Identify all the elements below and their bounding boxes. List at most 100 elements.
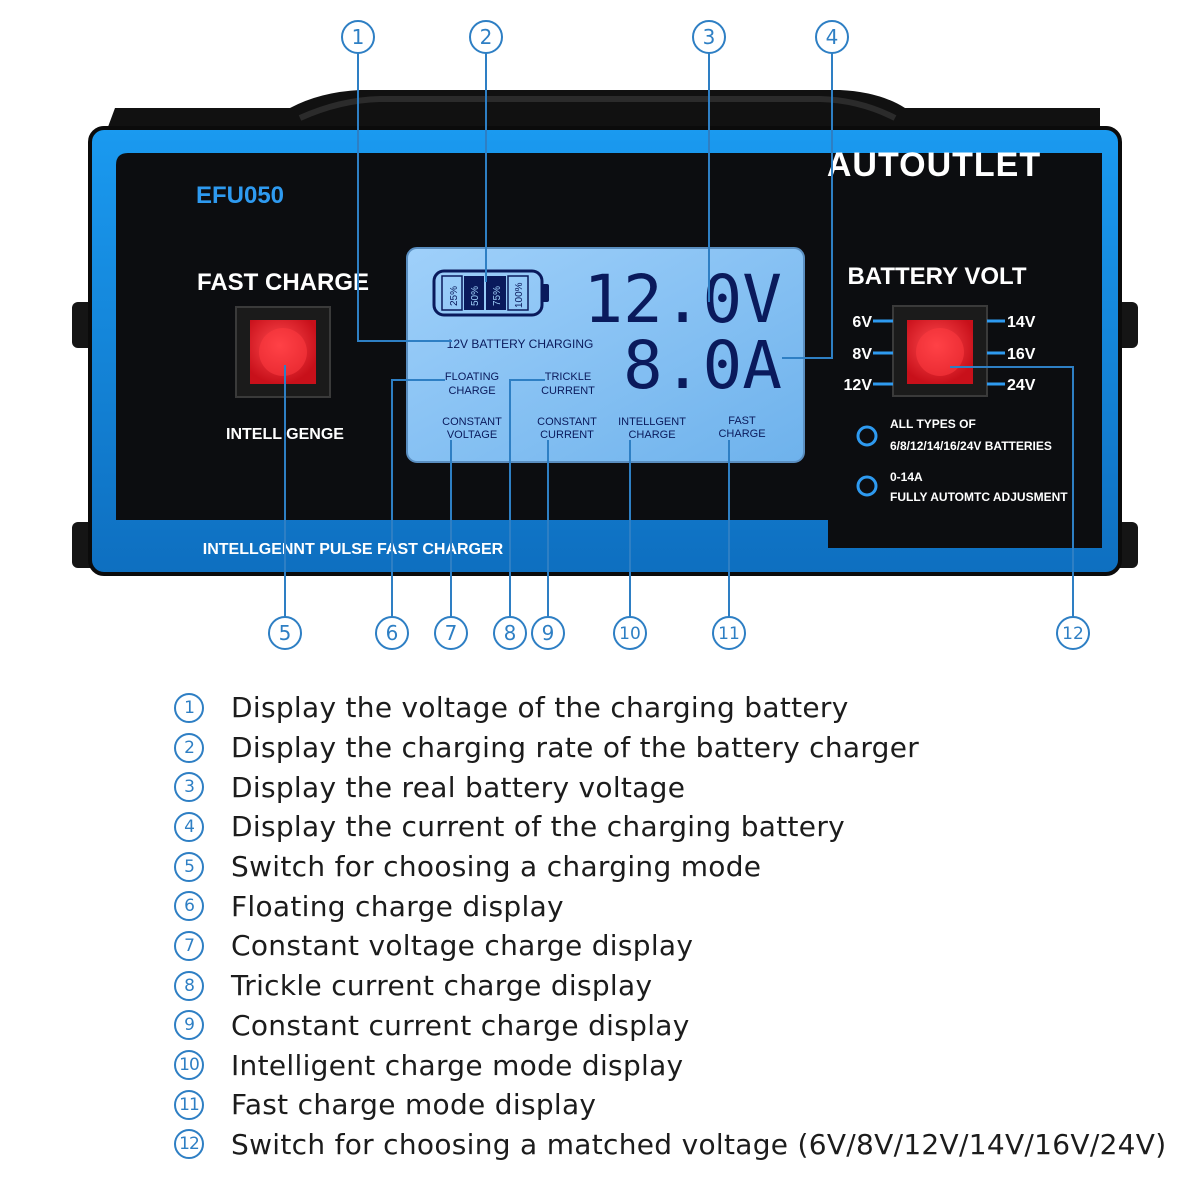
svg-text:7: 7	[445, 621, 458, 645]
legend-number: 8	[174, 970, 204, 1001]
mode-constant-current-line2: CURRENT	[540, 429, 594, 441]
legend-number: 11	[174, 1089, 204, 1120]
svg-text:6: 6	[386, 621, 399, 645]
info-2-line1: 0-14A	[890, 470, 923, 484]
legend-text: Display the voltage of the charging batt…	[231, 691, 849, 725]
legend-text: Switch for choosing a matched voltage (6…	[231, 1127, 1167, 1161]
legend-number: 3	[174, 772, 204, 803]
legend-item: 2 Display the charging rate of the batter…	[174, 728, 1184, 768]
legend-number: 1	[174, 692, 204, 723]
legend-list: 1 Display the voltage of the charging bat…	[174, 688, 1184, 1164]
legend-text: Constant current charge display	[231, 1008, 690, 1042]
legend-text: Constant voltage charge display	[231, 929, 694, 963]
callout-8: 8	[493, 616, 527, 650]
info-bullet-2	[856, 475, 878, 497]
voltage-reading: 12.0V	[583, 261, 782, 338]
lcd-display: 25% 50% 75% 100% 12.0V 8.0A 12V BATTERY …	[406, 247, 805, 463]
mode-constant-current-line1: CONSTANT	[537, 416, 597, 428]
voltage-switch-button[interactable]	[892, 305, 988, 397]
volt-option-14v: 14V	[1007, 314, 1036, 331]
legend-number: 2	[174, 732, 204, 763]
callout-6: 6	[375, 616, 409, 650]
callout-12: 12	[1056, 616, 1090, 650]
volt-option-24v: 24V	[1007, 377, 1036, 394]
legend-number: 5	[174, 851, 204, 882]
callout-4: 4	[815, 20, 849, 54]
legend-text: Intelligent charge mode display	[231, 1048, 684, 1082]
svg-text:8: 8	[504, 621, 517, 645]
legend-item: 7 Constant voltage charge display	[174, 926, 1184, 966]
battery-level-75: 75%	[492, 286, 503, 306]
callout-leader-lines	[284, 53, 1074, 617]
legend-text: Floating charge display	[231, 889, 564, 923]
legend-item: 11 Fast charge mode display	[174, 1085, 1184, 1125]
legend-number: 10	[174, 1050, 204, 1081]
legend-item: 5 Switch for choosing a charging mode	[174, 847, 1184, 887]
battery-level-100: 100%	[514, 282, 525, 308]
info-2-line2: FULLY AUTOMTC ADJUSMENT	[890, 490, 1068, 504]
svg-text:12: 12	[1062, 624, 1084, 644]
legend-item: 10 Intelligent charge mode display	[174, 1045, 1184, 1085]
svg-text:11: 11	[718, 624, 740, 644]
info-bullet-1	[856, 425, 878, 447]
legend-number: 12	[174, 1129, 204, 1160]
svg-text:1: 1	[352, 25, 365, 49]
callout-2: 2	[469, 20, 503, 54]
battery-volt-label: BATTERY VOLT	[847, 263, 1026, 290]
mode-intelligent-line1: INTELLGENT	[618, 416, 686, 428]
mode-fast-line1: FAST	[728, 415, 756, 427]
legend-text: Switch for choosing a charging mode	[231, 850, 762, 884]
mode-constant-voltage-line2: VOLTAGE	[447, 429, 497, 441]
legend-text: Display the charging rate of the battery…	[231, 731, 920, 765]
bottom-strip-label: INTELLGENNT PULSE FAST CHARGER	[203, 541, 504, 558]
legend-text: Display the current of the charging batt…	[231, 810, 845, 844]
legend-item: 8 Trickle current charge display	[174, 966, 1184, 1006]
callout-5: 5	[268, 616, 302, 650]
voltage-ticks	[873, 319, 1005, 386]
legend-number: 7	[174, 930, 204, 961]
mode-constant-voltage-line1: CONSTANT	[442, 416, 502, 428]
svg-text:10: 10	[619, 624, 641, 644]
svg-text:5: 5	[279, 621, 292, 645]
legend-text: Display the real battery voltage	[231, 770, 686, 804]
legend-number: 4	[174, 811, 204, 842]
volt-option-6v: 6V	[852, 314, 872, 331]
legend-item: 3 Display the real battery voltage	[174, 767, 1184, 807]
volt-option-8v: 8V	[852, 346, 872, 363]
battery-level-25: 25%	[449, 286, 460, 306]
trickle-current-line1: TRICKLE	[545, 371, 591, 383]
trickle-current-line2: CURRENT	[541, 385, 595, 397]
brand-logo: AUTOUTLET	[827, 146, 1041, 184]
svg-text:4: 4	[826, 25, 839, 49]
mode-fast-line2: CHARGE	[718, 428, 765, 440]
callout-9: 9	[531, 616, 565, 650]
floating-charge-line1: FLOATING	[445, 371, 499, 383]
legend-number: 9	[174, 1010, 204, 1041]
battery-level-50: 50%	[470, 286, 481, 306]
callout-7: 7	[434, 616, 468, 650]
legend-item: 6 Floating charge display	[174, 886, 1184, 926]
callout-10: 10	[613, 616, 647, 650]
legend-item: 1 Display the voltage of the charging bat…	[174, 688, 1184, 728]
svg-text:9: 9	[542, 621, 555, 645]
legend-text: Fast charge mode display	[231, 1088, 597, 1122]
legend-item: 12 Switch for choosing a matched voltage …	[174, 1125, 1184, 1165]
callout-11: 11	[712, 616, 746, 650]
legend-item: 4 Display the current of the charging bat…	[174, 807, 1184, 847]
volt-option-12v: 12V	[844, 377, 873, 394]
legend-item: 9 Constant current charge display	[174, 1006, 1184, 1046]
battery-level-icon: 25% 50% 75% 100%	[432, 269, 549, 317]
mode-switch-button[interactable]	[235, 306, 331, 398]
legend-text: Trickle current charge display	[231, 969, 653, 1003]
callout-1: 1	[341, 20, 375, 54]
carry-handle	[105, 90, 1100, 135]
charger-diagram: AUTOUTLET EFU050 FAST CHARGE INTELL GENG…	[72, 20, 1138, 650]
legend-number: 6	[174, 891, 204, 922]
battery-charging-text: 12V BATTERY CHARGING	[447, 337, 594, 351]
floating-charge-line2: CHARGE	[448, 385, 495, 397]
volt-option-16v: 16V	[1007, 346, 1036, 363]
callout-3: 3	[692, 20, 726, 54]
info-1-line2: 6/8/12/14/16/24V BATTERIES	[890, 439, 1052, 453]
mode-intelligent-line2: CHARGE	[628, 429, 675, 441]
model-name: EFU050	[196, 182, 284, 209]
